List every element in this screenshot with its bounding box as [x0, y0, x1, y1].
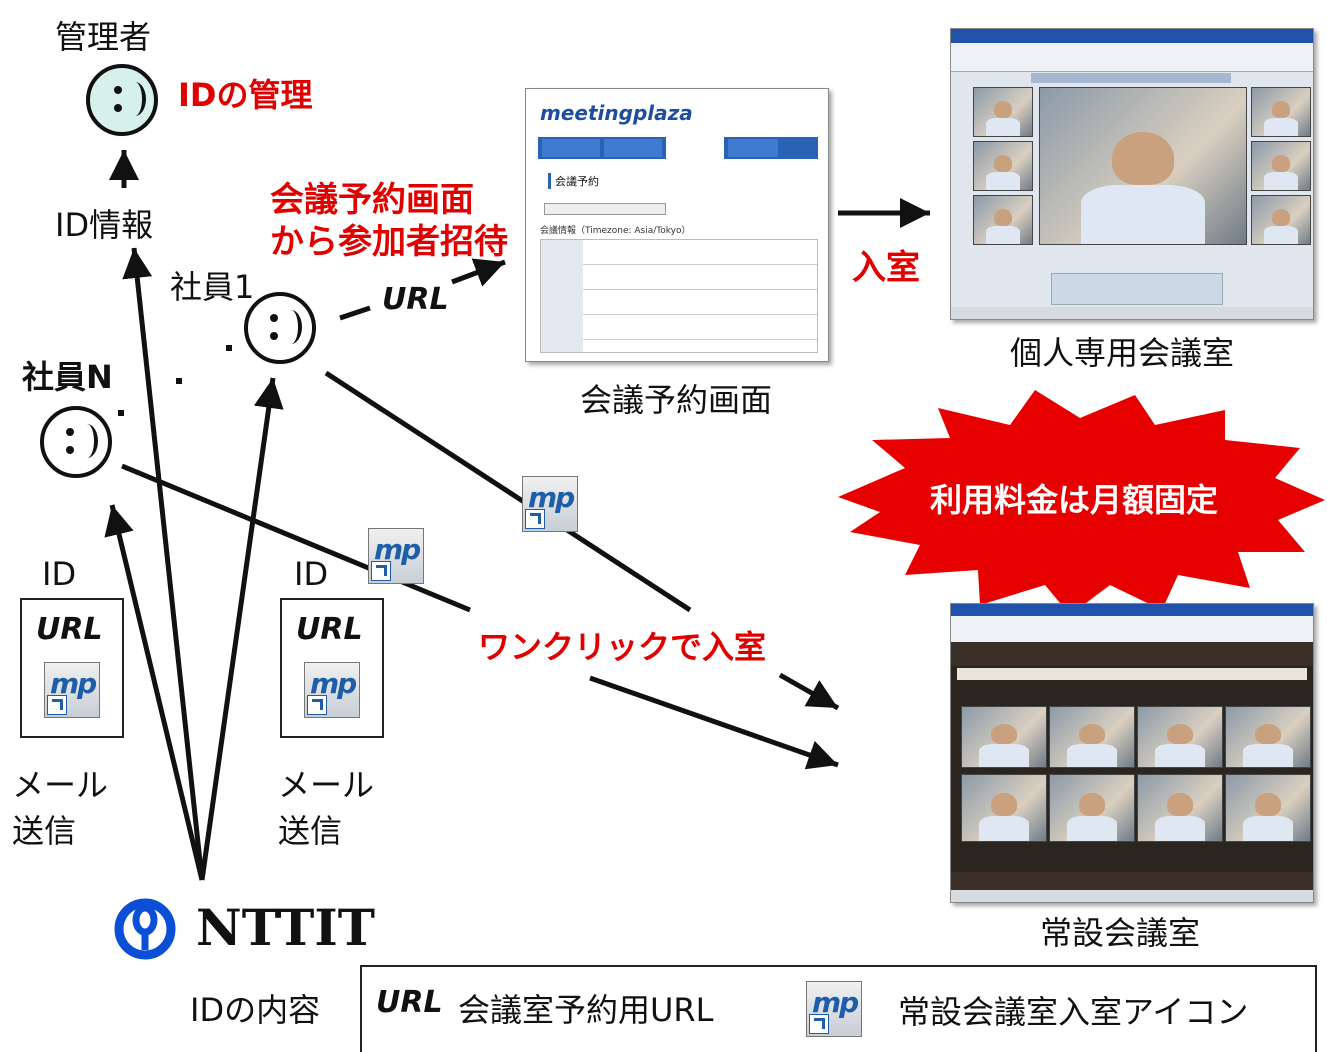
- id-card-1-send-line2: 送信: [12, 812, 77, 850]
- reservation-screen-thumbnail[interactable]: meetingplaza 会議予約 会議情報（Timezone: Asia/To…: [525, 88, 829, 362]
- reservation-tab-bar: [538, 137, 818, 159]
- employee-n-label: 社員N: [22, 358, 113, 396]
- ntt-logo-text: NTTIT: [196, 898, 375, 957]
- id-info-label: ID情報: [55, 206, 154, 244]
- monthly-fee-badge-text: 利用料金は月額固定: [930, 481, 1219, 519]
- arrow-emp1-to-permanent-tail: [778, 672, 840, 711]
- url-flow-label: URL: [382, 282, 449, 317]
- reservation-section-title: 会議予約: [548, 173, 599, 189]
- employee-n-face-icon: [40, 406, 112, 478]
- admin-label: 管理者: [55, 18, 152, 56]
- arrow-ntt-to-emp1: [199, 377, 284, 881]
- reservation-form-table: [540, 239, 818, 353]
- arrow-emp1-to-permanent: [324, 370, 692, 613]
- id-card-2-title: ID: [294, 555, 329, 593]
- arrow-ntt-to-empN: [104, 504, 205, 881]
- admin-role: IDの管理: [178, 76, 313, 114]
- mp-icon[interactable]: mp: [44, 662, 100, 718]
- invite-text-line1: 会議予約画面: [270, 180, 474, 220]
- employee-1-face-icon: [244, 292, 316, 364]
- mp-icon[interactable]: mp: [522, 476, 578, 532]
- admin-face-icon: [86, 64, 158, 136]
- legend-icon-desc: 常設会議室入室アイコン: [898, 993, 1249, 1031]
- id-card-2: URL mp: [280, 598, 384, 738]
- invite-text-line2: から参加者招待: [270, 222, 508, 262]
- arrow-emp1-url: [339, 305, 371, 321]
- arrow-ntt-to-admin: [122, 247, 205, 881]
- template-button[interactable]: [544, 203, 666, 215]
- ntt-logo-icon: [110, 898, 180, 960]
- permanent-room-caption: 常設会議室: [1040, 914, 1201, 952]
- id-card-2-url[interactable]: URL: [296, 612, 363, 647]
- id-card-2-send-line1: メール: [278, 766, 375, 804]
- one-click-enter-label: ワンクリックで入室: [478, 628, 767, 666]
- id-card-1-title: ID: [42, 555, 77, 593]
- id-card-1-send-line1: メール: [12, 766, 109, 804]
- arrow-empN-to-permanent: [121, 463, 471, 613]
- id-card-1-url[interactable]: URL: [36, 612, 103, 647]
- reservation-timezone: 会議情報（Timezone: Asia/Tokyo）: [540, 226, 691, 236]
- personal-room-caption: 個人専用会議室: [1010, 334, 1235, 372]
- personal-room-screenshot[interactable]: [950, 28, 1314, 320]
- legend-url-desc: 会議室予約用URL: [458, 991, 714, 1029]
- ellipsis-dot: [176, 378, 182, 384]
- arrow-empN-to-permanent-tail: [589, 675, 839, 770]
- enter-label: 入室: [852, 248, 920, 288]
- legend-title: IDの内容: [190, 991, 321, 1029]
- mp-icon[interactable]: mp: [368, 528, 424, 584]
- id-card-2-send-line2: 送信: [278, 812, 343, 850]
- starburst-badge: [838, 390, 1325, 615]
- arrow-url-to-reservation: [451, 258, 506, 287]
- legend-url-mark: URL: [376, 985, 443, 1020]
- permanent-room-screenshot[interactable]: [950, 603, 1314, 903]
- employee-1-label: 社員1: [170, 268, 255, 306]
- ellipsis-dot: [118, 410, 124, 416]
- mp-icon[interactable]: mp: [304, 662, 360, 718]
- reservation-caption: 会議予約画面: [580, 381, 773, 419]
- meetingplaza-logo: meetingplaza: [540, 101, 693, 125]
- ellipsis-dot: [226, 345, 232, 351]
- mp-icon: mp: [806, 981, 862, 1037]
- legend-box: URL 会議室予約用URL mp 常設会議室入室アイコン: [360, 965, 1317, 1052]
- id-card-1: URL mp: [20, 598, 124, 738]
